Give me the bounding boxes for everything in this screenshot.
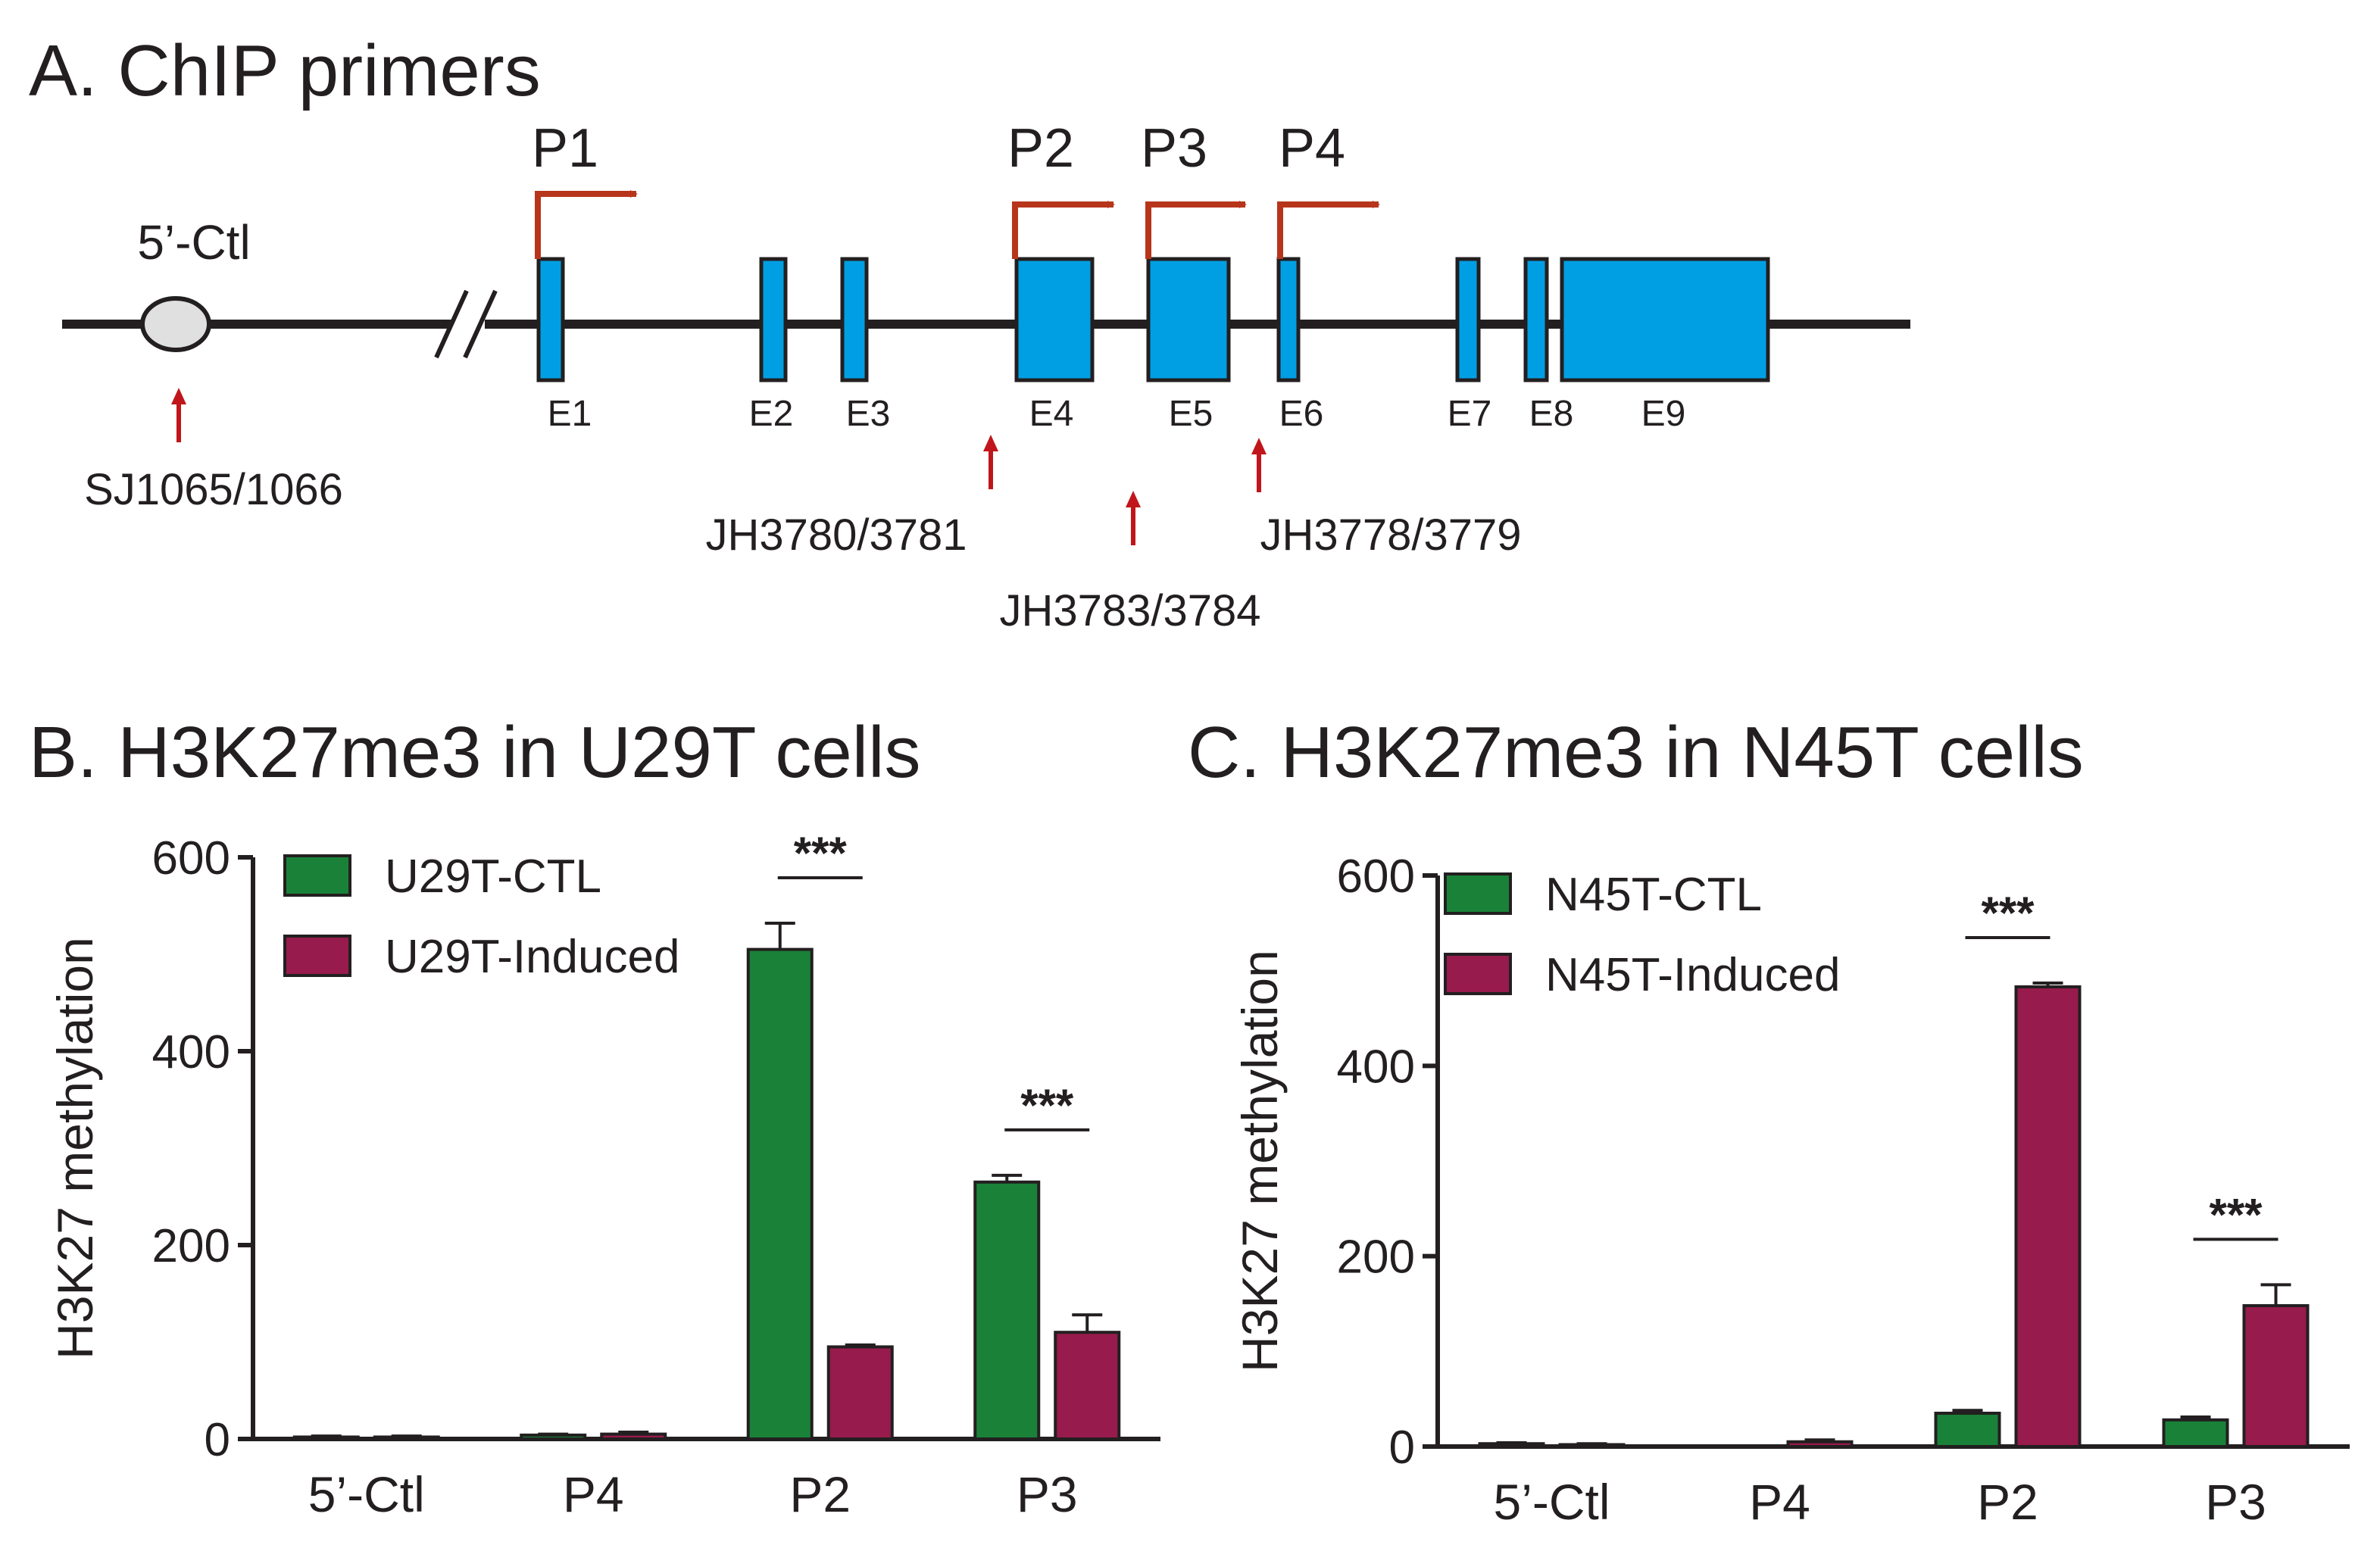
primer-label: JH3780/3781 [705,510,967,560]
bar [1786,1440,1854,1449]
x-tick-label: P2 [789,1466,851,1522]
panel-b-title: B. H3K27me3 in U29T cells [29,712,921,793]
exon-6 [1276,257,1301,382]
primer-arrow [1126,491,1141,545]
promoter-arrow-p3 [1145,201,1247,259]
y-tick-label: 400 [152,1026,230,1078]
y-tick-label: 200 [1337,1231,1415,1284]
line-break-mark [434,289,469,359]
line-break-mark [463,289,498,359]
promoter-label: P1 [532,118,598,179]
exon-label: E5 [1169,394,1213,434]
promoter-label: P3 [1141,118,1207,179]
x-tick-label: P3 [1017,1466,1078,1522]
y-tick-label: 600 [1337,851,1415,903]
legend-swatch [1444,872,1512,915]
exon-label: E4 [1029,394,1074,434]
control-region-oval [140,296,211,352]
significance-stars: *** [2209,1189,2263,1240]
exon-label: E9 [1641,394,1686,434]
significance-stars: *** [1020,1080,1074,1131]
y-axis-label: H3K27 methylation [1232,950,1288,1372]
bar [2014,985,2082,1448]
promoter-labels: P1 P2 P3 P4 [532,118,1345,179]
exon-2 [759,257,788,382]
exon-label: E8 [1529,394,1574,434]
y-axis-label: H3K27 methylation [47,937,103,1359]
significance-stars: *** [1981,888,2035,938]
y-tick-label: 0 [1389,1422,1415,1474]
legend-label: N45T-CTL [1545,869,1762,921]
primer-arrows [171,388,1267,545]
promoter-arrow-p4 [1277,201,1380,259]
exon-9 [1560,257,1770,382]
bar [1934,1412,2001,1449]
exon-7 [1455,257,1481,382]
legend-label: U29T-CTL [385,851,601,903]
x-tick-label: P3 [2205,1474,2266,1530]
exon-label: E6 [1279,394,1324,434]
promoter-arrow-p1 [535,190,638,259]
exon-label: E2 [749,394,794,434]
exon-label: E7 [1448,394,1492,434]
exon-1 [536,257,565,382]
promoter-label: P2 [1007,118,1074,179]
x-tick-label: P2 [1977,1474,2038,1530]
y-tick-label: 0 [205,1414,230,1466]
bar [2242,1304,2310,1448]
legend-swatch [1444,953,1512,995]
promoter-arrow-p2 [1012,201,1115,259]
y-tick-label: 200 [152,1220,230,1272]
legend-label: U29T-Induced [385,931,679,983]
primer-arrow [1251,438,1267,492]
bar [1054,1331,1121,1440]
primer-label: JH3778/3779 [1260,510,1521,560]
bar [746,947,814,1440]
bar [2162,1418,2229,1449]
exon-8 [1523,257,1549,382]
exons [536,257,1770,382]
x-tick-label: 5’-Ctl [1493,1474,1610,1530]
promoter-label: P4 [1279,118,1345,179]
x-tick-label: 5’-Ctl [308,1466,425,1522]
legend-swatch [283,854,351,897]
exon-labels: E1 E2 E3 E4 E5 E6 E7 E8 E9 [548,394,1686,434]
panel-c-title: C. H3K27me3 in N45T cells [1188,712,2084,793]
primer-arrow [171,388,186,442]
x-tick-label: P4 [563,1466,624,1522]
gene-diagram: 5’-Ctl E1 E2 E3 E4 E5 E6 E7 E8 E9 P1 P2 … [62,118,1910,635]
primer-label: SJ1065/1066 [84,465,343,514]
exon-3 [840,257,869,382]
exon-5 [1146,257,1231,382]
legend-label: N45T-Induced [1545,949,1840,1001]
legend-swatch [283,935,351,977]
exon-label: E3 [846,394,891,434]
exon-4 [1014,257,1095,382]
exon-label: E1 [548,394,592,434]
control-label: 5’-Ctl [137,215,250,270]
y-tick-label: 400 [1337,1041,1415,1093]
primer-labels: SJ1065/1066 JH3780/3781 JH3783/3784 JH37… [84,465,1521,635]
primer-arrow [983,435,998,489]
y-tick-label: 600 [152,832,230,885]
x-tick-label: P4 [1749,1474,1810,1530]
significance-stars: *** [794,828,848,879]
primer-label: JH3783/3784 [999,586,1260,635]
promoter-arrows [535,190,1380,259]
panel-a-title: A. ChIP primers [29,30,541,111]
